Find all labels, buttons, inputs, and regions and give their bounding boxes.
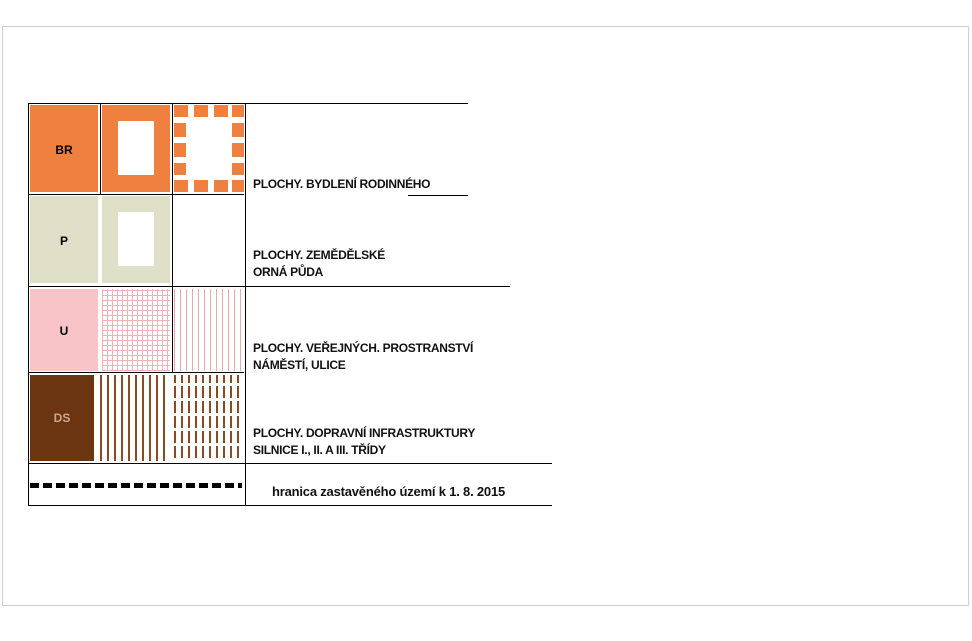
legend-label-br-line1: PLOCHY. BYDLENÍ RODINNÉHO [253,177,431,191]
table-line [245,103,246,506]
legend-code-br: BR [55,143,73,157]
legend-label-boundary: hranica zastavěného území k 1. 8. 2015 [272,484,506,499]
legend-swatch-p [30,196,98,283]
legend-label-ds: PLOCHY. DOPRAVNÍ INFRASTRUKTURY SILNICE … [253,425,475,459]
legend-swatch-br [30,105,98,192]
legend-label-ds-line1: PLOCHY. DOPRAVNÍ INFRASTRUKTURY [253,426,476,440]
table-line [172,103,173,373]
legend-swatch-ds [30,375,94,461]
boundary-dashed-line [30,483,242,488]
legend-swatch-u [30,289,98,371]
legend-label-ds-line2: SILNICE I., II. A III. TŘÍDY [253,443,386,457]
dashed-border-pattern [174,105,244,192]
legend-pattern-ds-stripes [100,375,170,461]
legend-pattern-ds-dashed-stripes [174,375,244,461]
table-line [408,195,468,196]
legend-code-p: P [59,234,68,248]
legend-code-u: U [59,324,69,338]
table-line [100,103,101,195]
legend-pattern-br-outline [102,105,170,192]
table-line [28,505,552,506]
legend-label-u: PLOCHY. VEŘEJNÝCH. PROSTRANSTVÍ NÁMĚSTÍ,… [253,340,473,374]
legend-pattern-u-lines [174,289,244,371]
legend-pattern-u-grid [102,289,170,371]
table-line [28,103,468,104]
legend-pattern-br-dashed [174,105,244,192]
legend-label-p: PLOCHY. ZEMĚDĚLSKÉ ORNÁ PŮDA [253,247,385,281]
table-line [28,372,244,373]
table-line [28,194,244,195]
legend-pattern-p-outline [102,196,170,283]
legend-label-p-line2: ORNÁ PŮDA [253,265,323,279]
legend-label-br: PLOCHY. BYDLENÍ RODINNÉHO [253,176,430,193]
legend-label-p-line1: PLOCHY. ZEMĚDĚLSKÉ [253,248,385,262]
table-line [28,286,510,287]
table-line [28,103,29,506]
legend-code-ds: DS [53,411,71,425]
legend-label-u-line1: PLOCHY. VEŘEJNÝCH. PROSTRANSTVÍ [253,341,474,355]
legend-label-u-line2: NÁMĚSTÍ, ULICE [253,358,346,372]
table-line [28,463,552,464]
